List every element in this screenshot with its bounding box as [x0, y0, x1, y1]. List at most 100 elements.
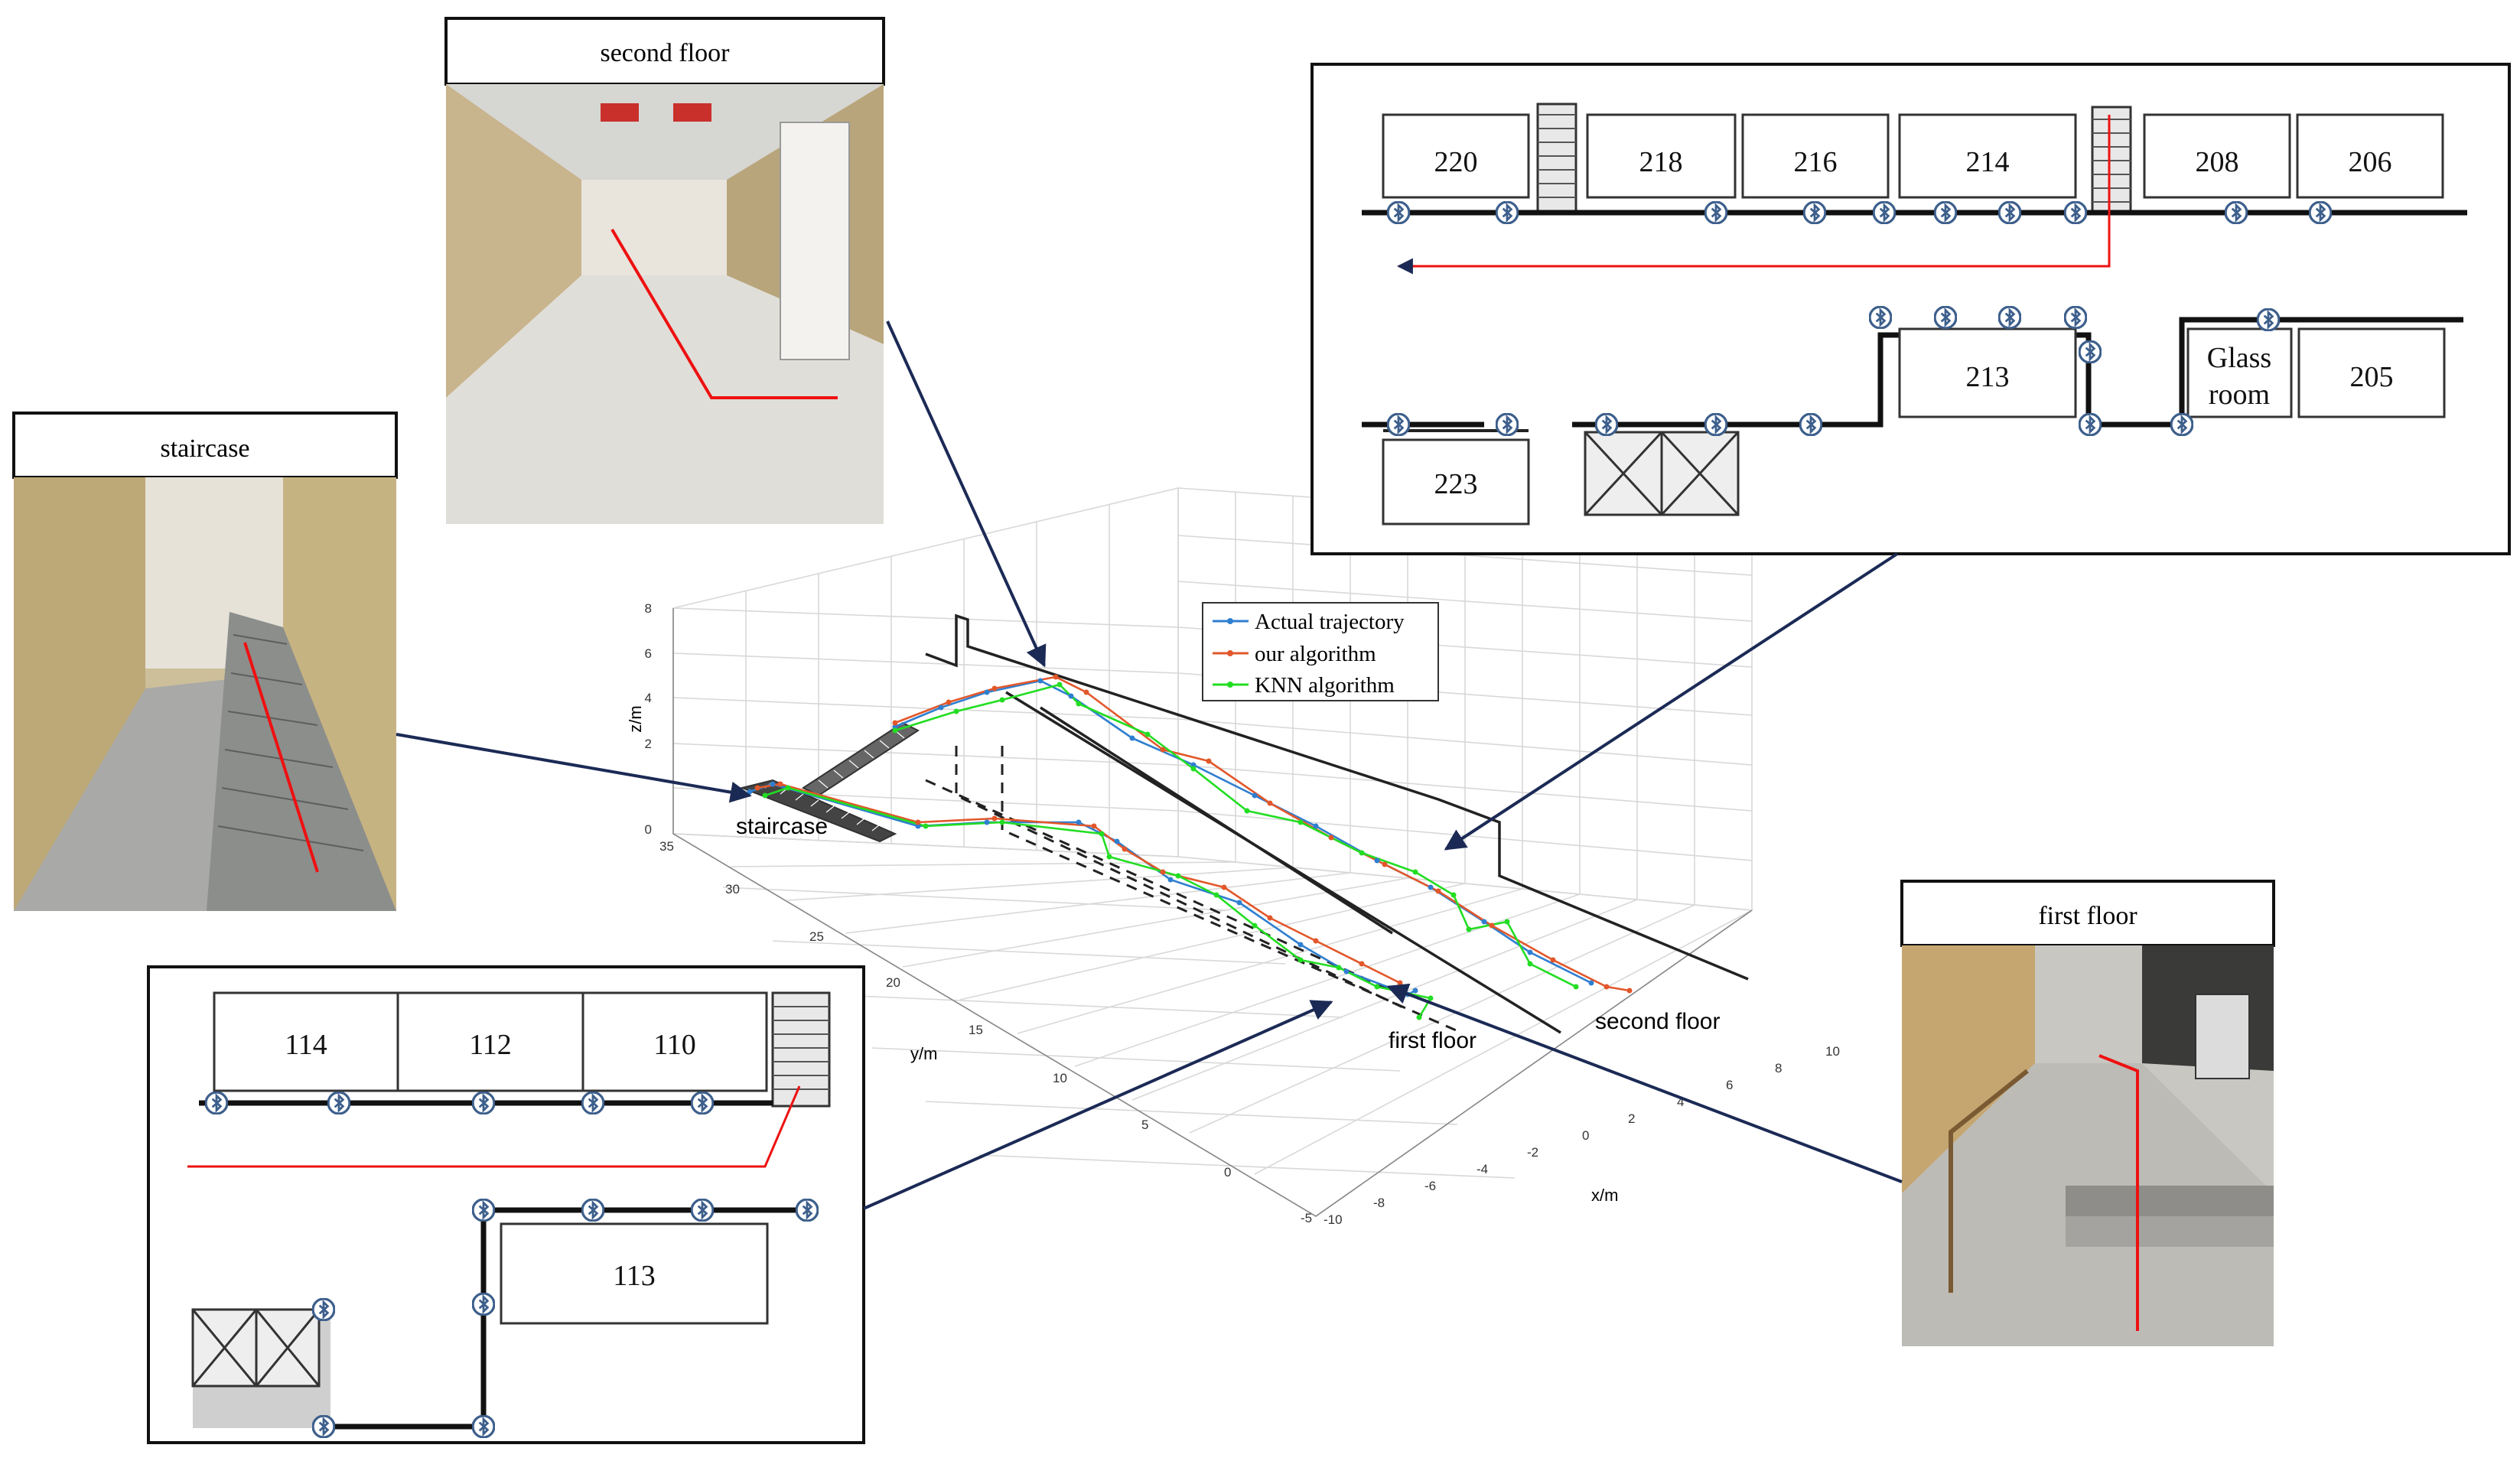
y-tick: 20 [886, 975, 900, 990]
x-tick: 2 [1628, 1111, 1635, 1126]
trajectory-point [1450, 892, 1457, 898]
legend-entry: our algorithm [1255, 642, 1376, 666]
trajectories [749, 675, 1630, 1018]
trajectory-point [1267, 800, 1273, 806]
trajectory-point [1221, 884, 1227, 890]
trajectory-point [1588, 980, 1594, 986]
bluetooth-icon [796, 1199, 819, 1222]
room-208: 208 [2196, 146, 2239, 178]
y-tick: 10 [1053, 1071, 1067, 1085]
bluetooth-icon [1387, 413, 1410, 436]
trajectory-point [953, 708, 959, 714]
bluetooth-icon [1704, 201, 1727, 224]
x-tick: -4 [1477, 1162, 1488, 1176]
bluetooth-icon [472, 1293, 495, 1316]
trajectory-point [1328, 835, 1334, 841]
trajectory-point [1504, 919, 1510, 925]
trajectory-point [1252, 922, 1258, 929]
x-tick: -6 [1424, 1179, 1436, 1193]
callout-arrows [396, 321, 1903, 1210]
trajectory-point [1167, 877, 1174, 883]
knn-algorithm-line [764, 786, 1432, 1018]
trajectory-point [923, 823, 929, 829]
trajectory-point [1068, 693, 1074, 699]
x-tick: -2 [1527, 1145, 1538, 1160]
bluetooth-icon [2309, 201, 2332, 224]
first-floor-plot-label: first floor [1389, 1028, 1477, 1053]
bluetooth-icon [2064, 306, 2087, 329]
y-axis-ticks: 35 30 25 20 15 10 5 0 -5 [659, 839, 1312, 1225]
trajectory-point [915, 819, 921, 825]
bluetooth-icon [1873, 201, 1896, 224]
bluetooth-icon [581, 1092, 604, 1114]
trajectory-point [762, 792, 768, 799]
arrow-second-floor-plan [1444, 552, 1899, 851]
trajectory-point [777, 781, 783, 787]
room-110: 110 [653, 1029, 696, 1061]
z-tick: 8 [645, 601, 652, 616]
trajectory-point [938, 704, 944, 711]
elevator-symbol [191, 1308, 330, 1428]
trajectory-point [1037, 678, 1043, 684]
trajectory-point [1129, 735, 1135, 741]
trajectory-point [1359, 961, 1365, 967]
trajectory-point [892, 724, 898, 730]
y-axis-label: y/m [910, 1044, 937, 1063]
legend-entry: KNN algorithm [1255, 673, 1395, 698]
trajectory-point [1190, 766, 1197, 772]
first-floor-photo-title: first floor [2038, 902, 2137, 930]
arrow-staircase-photo [396, 733, 752, 803]
second-floor-photo-title: second floor [600, 39, 730, 67]
elevator-symbol [1584, 431, 1740, 516]
room-214: 214 [1966, 146, 2010, 178]
trajectory-point [1236, 900, 1242, 906]
arrow-first-floor-plan [863, 1000, 1333, 1210]
legend-entry: Actual trajectory [1255, 610, 1405, 634]
arrow-first-floor-photo [1386, 983, 1903, 1183]
staircase-photo-title: staircase [160, 434, 249, 463]
trajectory-point [1550, 957, 1556, 963]
our-algorithm-line [757, 783, 1401, 984]
trajectory-point [1053, 674, 1059, 680]
staircase-symbol [771, 991, 831, 1108]
room-112: 112 [469, 1029, 512, 1061]
y-tick: 0 [1224, 1165, 1231, 1180]
trajectory-point [892, 727, 898, 734]
bluetooth-icon [2079, 340, 2102, 363]
trajectory-point [1122, 846, 1128, 852]
trajectory-point [1374, 857, 1380, 864]
bluetooth-icon [472, 1092, 495, 1114]
trajectory-point [991, 685, 998, 691]
x-tick: 10 [1825, 1044, 1840, 1059]
trajectory-point [984, 689, 990, 695]
z-axis-label: z/m [626, 705, 645, 732]
z-axis-ticks: 8 6 4 2 0 [645, 601, 652, 837]
bluetooth-icon [312, 1415, 335, 1438]
trajectory-point [1267, 915, 1273, 921]
room-220: 220 [1434, 146, 1478, 178]
x-axis-label: x/m [1591, 1186, 1618, 1205]
z-tick: 6 [645, 646, 652, 661]
trajectory-point [785, 785, 791, 791]
trajectory-point [1382, 861, 1388, 867]
trajectory-point [1313, 938, 1319, 944]
trajectory-point [1297, 957, 1304, 963]
bluetooth-icon [327, 1092, 350, 1114]
trajectory-point [1435, 888, 1441, 894]
trajectory-point [1106, 854, 1112, 860]
bluetooth-icon [472, 1199, 495, 1222]
trajectory-point [1099, 831, 1105, 837]
trajectory-point [1397, 980, 1403, 986]
photo-path-line [2098, 1054, 2139, 1331]
trajectory-point [1175, 873, 1181, 879]
bluetooth-icon [691, 1199, 714, 1222]
bluetooth-icon [1869, 306, 1892, 329]
trajectory-point [1213, 892, 1219, 898]
bluetooth-icon [1803, 201, 1826, 224]
trajectory-point [1144, 731, 1151, 737]
trajectory-point [999, 819, 1005, 825]
staircase-symbol [1536, 102, 1577, 214]
trajectory-point [1190, 762, 1197, 768]
x-tick: -8 [1373, 1196, 1385, 1210]
